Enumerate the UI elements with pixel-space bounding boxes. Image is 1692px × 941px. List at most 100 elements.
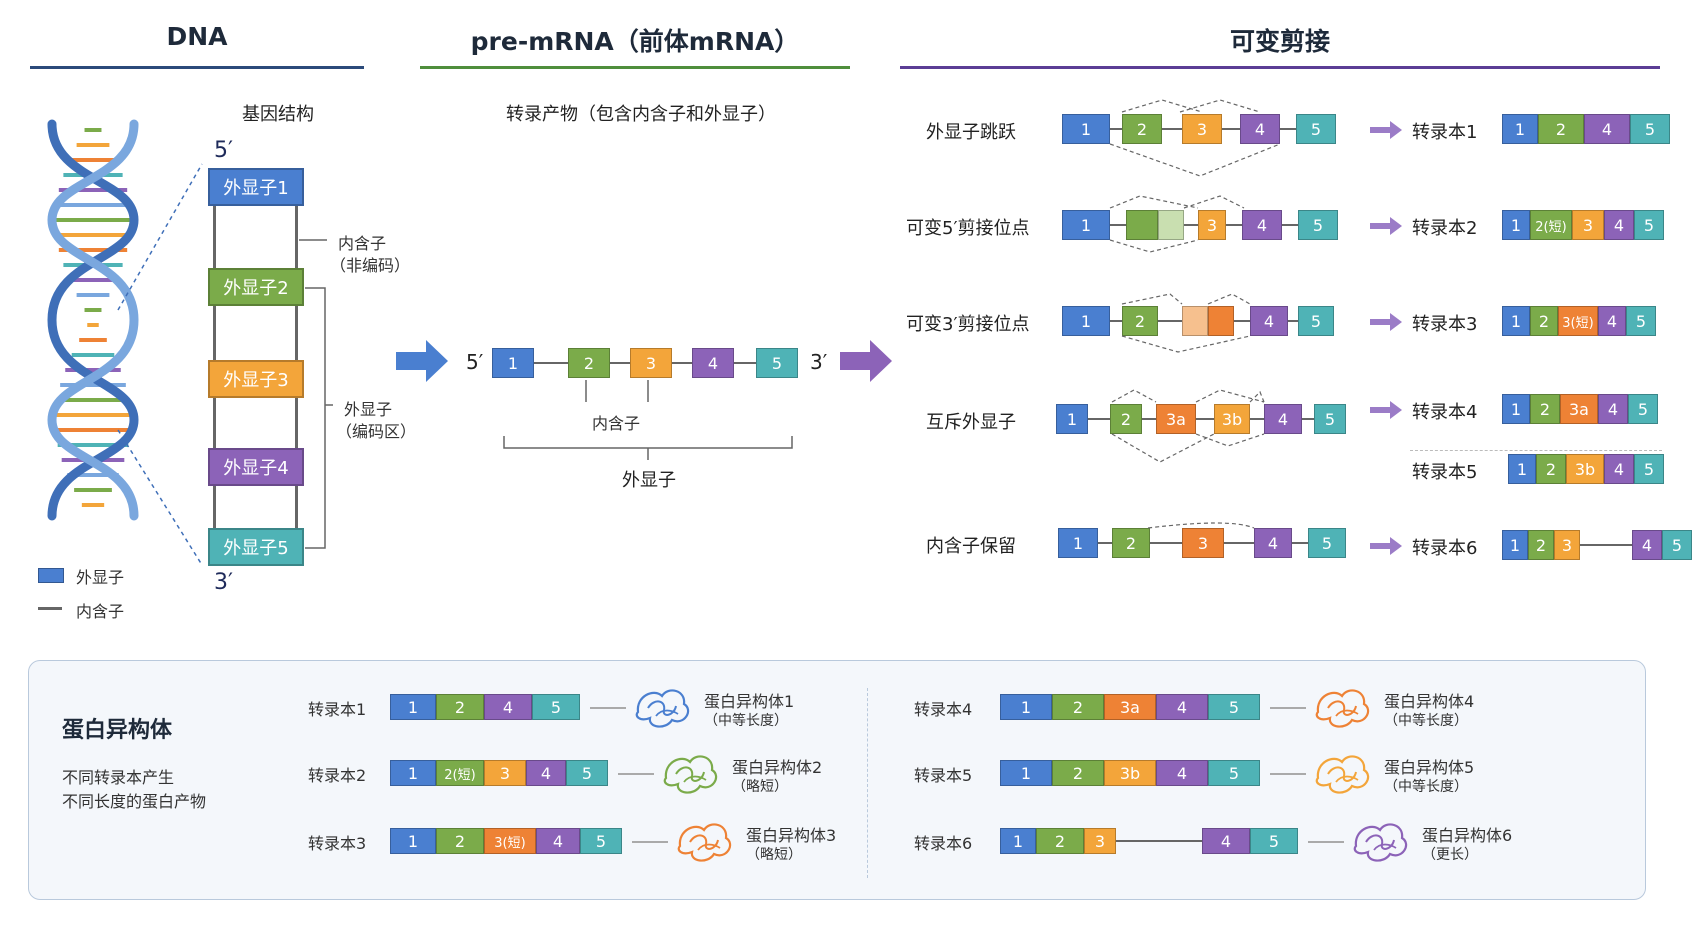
pre-annotations bbox=[503, 380, 793, 460]
gene-structure-title: 基因结构 bbox=[242, 104, 314, 125]
pre-intron-label: 内含子 bbox=[592, 414, 641, 433]
transcript-1-seg: 4 bbox=[1584, 114, 1630, 144]
pre-exon-2: 2 bbox=[568, 348, 610, 378]
alt-pre-exon: 2 bbox=[1122, 306, 1158, 336]
alt-pre-exon: 3a bbox=[1156, 404, 1196, 434]
protein-isoform-length: （略短） bbox=[746, 847, 802, 863]
alt-pre-exon: 5 bbox=[1314, 404, 1346, 434]
splice-arc bbox=[1111, 433, 1215, 463]
pre-title: 转录产物（包含内含子和外显子） bbox=[506, 104, 776, 125]
transcript-3-seg: 2 bbox=[1530, 306, 1558, 336]
protein-1-seg: 4 bbox=[484, 694, 532, 720]
alt-pre-exon: 5 bbox=[1308, 528, 1346, 558]
splice-arc bbox=[1179, 99, 1261, 113]
transcript-5-seg: 1 bbox=[1508, 454, 1536, 484]
protein-fold-icon bbox=[1315, 689, 1370, 728]
pre-header-line bbox=[420, 66, 850, 69]
protein-5-seg: 4 bbox=[1156, 760, 1208, 786]
alt-pre-exon bbox=[1182, 306, 1208, 336]
legend-exon-label: 外显子 bbox=[76, 568, 125, 587]
splice-type-label: 可变3′剪接位点 bbox=[906, 314, 1030, 335]
protein-4-seg: 3a bbox=[1104, 694, 1156, 720]
transcript-label: 转录本1 bbox=[1412, 122, 1478, 143]
pre-header: pre-mRNA（前体mRNA） bbox=[470, 27, 800, 56]
legend-intron-swatch bbox=[38, 607, 62, 610]
pre-exon-5: 5 bbox=[756, 348, 798, 378]
protein-desc-1: 不同转录本产生 bbox=[62, 768, 175, 787]
protein-fold-icon bbox=[663, 755, 718, 794]
splice-arc bbox=[1195, 389, 1265, 403]
dna-helix-icon bbox=[47, 119, 139, 521]
protein-title: 蛋白异构体 bbox=[62, 718, 173, 743]
transcript-2-seg: 5 bbox=[1634, 210, 1664, 240]
zoom-lines bbox=[117, 163, 203, 566]
alt-pre-exon: 3 bbox=[1198, 210, 1226, 240]
intron-sub-label: （非编码） bbox=[330, 256, 411, 275]
result-arrow-icon bbox=[1370, 401, 1402, 419]
protein-4-seg: 4 bbox=[1156, 694, 1208, 720]
splice-arc bbox=[1111, 389, 1157, 403]
alt-pre-exon: 5 bbox=[1298, 306, 1334, 336]
pre-five-prime: 5′ bbox=[466, 350, 484, 374]
transcript-5-seg: 4 bbox=[1604, 454, 1634, 484]
transcript-label: 转录本3 bbox=[1412, 314, 1478, 335]
connector-line bbox=[632, 841, 668, 843]
protein-2-seg: 5 bbox=[566, 760, 608, 786]
mutex-divider bbox=[1410, 450, 1662, 451]
protein-1-seg: 5 bbox=[532, 694, 580, 720]
protein-isoform-length: （中等长度） bbox=[1384, 713, 1468, 729]
transcript-6-seg: 3 bbox=[1554, 530, 1580, 560]
transcript-label: 转录本6 bbox=[1412, 538, 1478, 559]
pre-three-prime: 3′ bbox=[810, 350, 828, 374]
intron-line bbox=[1116, 840, 1202, 842]
transcript-6-seg: 1 bbox=[1502, 530, 1528, 560]
exon-label: 外显子 bbox=[344, 400, 393, 419]
result-arrow-icon bbox=[1370, 313, 1402, 331]
alt-pre-exon: 3 bbox=[1182, 528, 1224, 558]
splice-type-label: 可变5′剪接位点 bbox=[906, 218, 1030, 239]
pre-exon-1: 1 bbox=[492, 348, 534, 378]
result-arrow-icon bbox=[1370, 537, 1402, 555]
protein-isoform-length: （略短） bbox=[732, 779, 788, 795]
arrow-dna-to-pre bbox=[396, 340, 448, 382]
splice-arc bbox=[1207, 293, 1251, 305]
protein-transcript-label: 转录本2 bbox=[308, 766, 367, 785]
protein-1-seg: 2 bbox=[436, 694, 484, 720]
protein-2-seg: 1 bbox=[390, 760, 436, 786]
splice-type-label: 内含子保留 bbox=[926, 536, 1016, 557]
alt-pre-exon bbox=[1158, 210, 1184, 240]
transcript-label: 转录本4 bbox=[1412, 402, 1478, 423]
transcript-1-seg: 1 bbox=[1502, 114, 1538, 144]
pre-exon-3: 3 bbox=[630, 348, 672, 378]
splice-arc bbox=[1249, 390, 1265, 403]
splice-arc bbox=[1109, 143, 1281, 177]
transcript-6-seg: 4 bbox=[1632, 530, 1662, 560]
transcript-2-seg: 3 bbox=[1572, 210, 1604, 240]
transcript-3-seg: 1 bbox=[1502, 306, 1530, 336]
transcript-3-seg: 4 bbox=[1598, 306, 1626, 336]
splice-arc bbox=[1183, 195, 1245, 209]
alt-pre-exon: 5 bbox=[1296, 114, 1336, 144]
gene-exon-4: 外显子4 bbox=[208, 448, 304, 486]
protein-isoform-name: 蛋白异构体6 bbox=[1422, 826, 1513, 845]
protein-transcript-label: 转录本3 bbox=[308, 834, 367, 853]
intron-line bbox=[1056, 418, 1346, 420]
connector-line bbox=[1270, 773, 1306, 775]
transcript-4-seg: 4 bbox=[1598, 394, 1628, 424]
protein-6-seg: 4 bbox=[1202, 828, 1250, 854]
transcript-6-seg: 2 bbox=[1528, 530, 1554, 560]
intron-line bbox=[1580, 544, 1632, 546]
splice-arc bbox=[1121, 293, 1183, 305]
alt-pre-exon: 1 bbox=[1058, 528, 1098, 558]
alt-pre-exon: 2 bbox=[1122, 114, 1162, 144]
alt-pre-exon: 4 bbox=[1254, 528, 1292, 558]
splice-arc bbox=[1121, 99, 1203, 113]
intron-label: 内含子 bbox=[338, 234, 387, 253]
protein-2-seg: 4 bbox=[526, 760, 566, 786]
protein-2-seg: 3 bbox=[484, 760, 526, 786]
transcript-4-seg: 5 bbox=[1628, 394, 1658, 424]
splice-arc bbox=[1109, 195, 1199, 209]
transcript-3-seg: 5 bbox=[1626, 306, 1656, 336]
protein-desc-2: 不同长度的蛋白产物 bbox=[62, 792, 207, 811]
protein-6-seg: 2 bbox=[1036, 828, 1084, 854]
